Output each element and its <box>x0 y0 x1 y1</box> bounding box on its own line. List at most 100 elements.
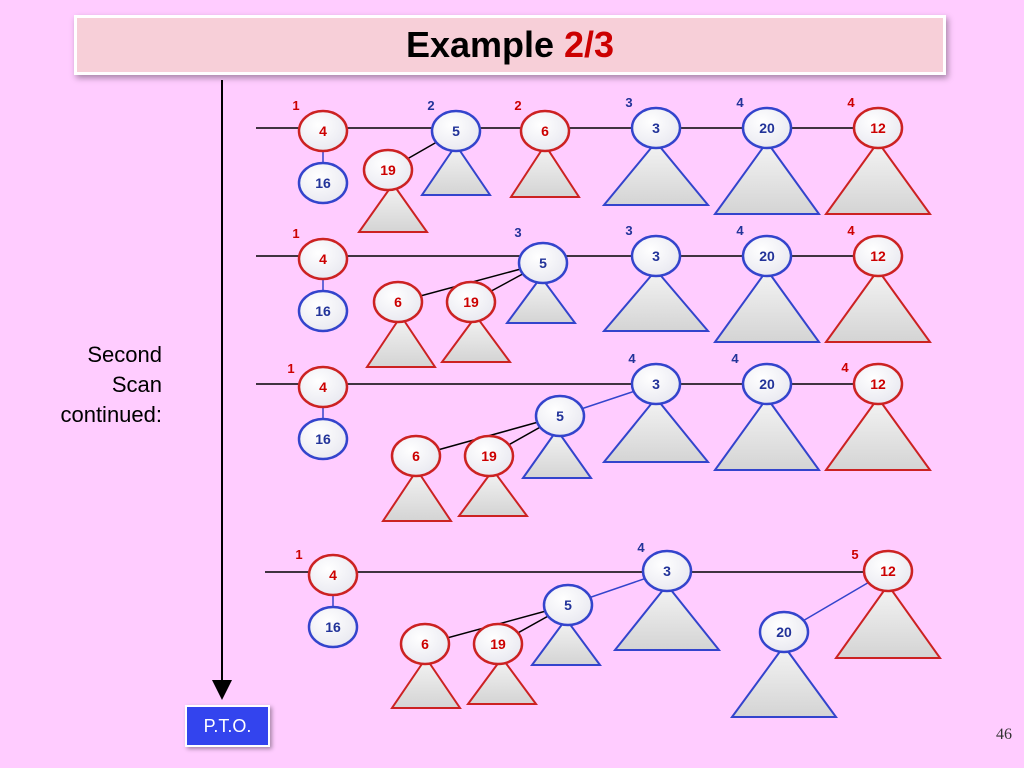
subtree-triangle <box>713 268 821 343</box>
node-circle <box>307 605 359 649</box>
subtree-triangle <box>466 656 538 705</box>
node-circle <box>758 610 810 654</box>
node-circle <box>445 280 497 324</box>
subtree-triangle <box>730 644 838 718</box>
subtree-triangle <box>390 656 462 709</box>
node-circle <box>297 237 349 281</box>
node-key-label: 16 <box>315 303 331 319</box>
node-rank-label: 1 <box>292 98 299 113</box>
heap-node-6: 6 <box>372 280 424 324</box>
node-circle <box>297 161 349 205</box>
node-key-label: 16 <box>315 175 331 191</box>
node-circle <box>519 109 571 153</box>
pto-button[interactable]: P.T.O. <box>185 705 270 747</box>
heap-node-20: 204 <box>736 223 793 278</box>
heap-node-3: 34 <box>637 540 693 593</box>
subtree-triangle <box>824 396 932 471</box>
node-key-label: 5 <box>556 408 564 424</box>
node-circle <box>630 234 682 278</box>
heap-node-4: 41 <box>292 226 349 281</box>
heap-node-16: 16 <box>297 289 349 333</box>
node-circle <box>390 434 442 478</box>
node-key-label: 3 <box>652 376 660 392</box>
node-circle <box>852 362 904 406</box>
node-rank-label: 4 <box>637 540 645 555</box>
subtree-triangle <box>365 314 437 368</box>
heap-node-3: 34 <box>628 351 682 406</box>
subtree-triangle <box>824 140 932 215</box>
node-key-label: 6 <box>394 294 402 310</box>
node-rank-label: 2 <box>514 98 521 113</box>
node-key-label: 3 <box>652 120 660 136</box>
subtree-triangle <box>440 314 512 363</box>
heap-node-5: 5 <box>542 583 594 627</box>
node-rank-label: 4 <box>628 351 636 366</box>
node-key-label: 19 <box>490 636 506 652</box>
heap-node-16: 16 <box>297 417 349 461</box>
subtree-triangle <box>601 140 711 206</box>
node-key-label: 6 <box>412 448 420 464</box>
node-circle <box>297 109 349 153</box>
node-circle <box>517 241 569 285</box>
page-number: 46 <box>996 726 1012 743</box>
heap-node-3: 33 <box>625 223 682 278</box>
heap-node-6: 62 <box>514 98 571 153</box>
title-banner: Example 2/3 <box>74 15 946 75</box>
node-key-label: 16 <box>325 619 341 635</box>
node-rank-label: 4 <box>841 360 849 375</box>
heap-node-3: 33 <box>625 95 682 150</box>
heap-node-20: 204 <box>736 95 793 150</box>
heap-node-16: 16 <box>297 161 349 205</box>
node-circle <box>463 434 515 478</box>
node-circle <box>741 234 793 278</box>
node-key-label: 4 <box>319 123 327 139</box>
subtree-triangle <box>713 140 821 215</box>
node-circle <box>630 362 682 406</box>
subtree-triangle <box>601 268 711 332</box>
node-circle <box>630 106 682 150</box>
heap-node-12: 12 4 <box>847 95 904 150</box>
node-key-label: 4 <box>319 251 327 267</box>
node-circle <box>741 106 793 150</box>
node-key-label: 12 <box>870 120 886 136</box>
heap-node-6: 6 <box>390 434 442 478</box>
node-circle <box>542 583 594 627</box>
node-key-label: 3 <box>663 563 671 579</box>
heap-node-4: 41 <box>287 361 349 409</box>
subtree-triangle <box>381 468 453 522</box>
heap-node-19: 19 <box>472 622 524 666</box>
subtree-triangle <box>420 143 492 196</box>
node-rank-label: 3 <box>514 225 521 240</box>
heap-node-19: 19 <box>463 434 515 478</box>
node-rank-label: 3 <box>625 95 632 110</box>
subtree-triangle <box>521 428 593 479</box>
node-key-label: 5 <box>452 123 460 139</box>
heap-node-19: 19 <box>445 280 497 324</box>
side-label: Second Scan continued: <box>2 340 162 430</box>
node-rank-label: 1 <box>287 361 294 376</box>
node-circle <box>862 549 914 593</box>
subtree-triangle <box>505 275 577 324</box>
heap-node-19: 19 <box>362 148 414 192</box>
node-key-label: 3 <box>652 248 660 264</box>
node-key-label: 20 <box>759 376 775 392</box>
heap-node-12: 124 <box>847 223 904 278</box>
node-key-label: 12 <box>870 376 886 392</box>
title-text: Example <box>405 24 555 65</box>
node-key-label: 12 <box>880 563 896 579</box>
node-key-label: 20 <box>776 624 792 640</box>
heap-node-20: 20 <box>758 610 810 654</box>
node-rank-label: 5 <box>851 547 858 562</box>
node-key-label: 4 <box>329 567 337 583</box>
node-rank-label: 2 <box>427 98 434 113</box>
node-circle <box>430 109 482 153</box>
node-circle <box>399 622 451 666</box>
subtree-triangle <box>834 583 942 659</box>
heap-node-4: 41 <box>295 547 359 597</box>
heap-node-4: 41 <box>292 98 349 153</box>
node-rank-label: 1 <box>295 547 302 562</box>
node-rank-label: 4 <box>847 95 855 110</box>
